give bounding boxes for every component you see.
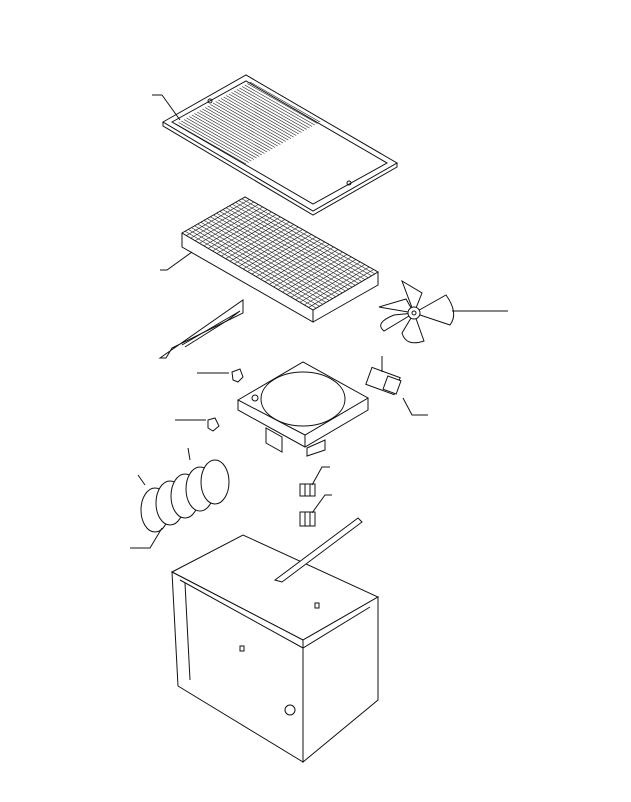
mesh-wire — [216, 216, 281, 254]
mesh-wire — [208, 211, 272, 249]
mesh-wire — [203, 209, 268, 247]
mesh-wire — [194, 204, 259, 241]
grille-slat — [204, 107, 276, 148]
mesh-wire — [242, 231, 308, 270]
mesh-wire — [251, 236, 317, 275]
grille-slat — [181, 120, 252, 162]
leader-line-grille-2 — [161, 94, 181, 121]
fan-motor — [365, 356, 402, 396]
mesh-wire — [256, 239, 321, 277]
mesh-wire — [273, 249, 339, 288]
mesh-wire — [247, 234, 312, 272]
leader-line-mesh — [160, 251, 193, 271]
grille-slat — [239, 87, 310, 129]
grille-slat — [228, 93, 300, 135]
leader-line-motor — [402, 397, 428, 416]
switch-upper — [299, 483, 316, 497]
mesh-wire — [299, 264, 365, 303]
leader-line-coil — [130, 527, 163, 549]
leader-line-switch-upper — [311, 466, 330, 486]
clip-lower — [207, 417, 220, 432]
mesh-wire — [269, 246, 334, 285]
mesh-filter — [181, 196, 380, 323]
fan-housing — [236, 361, 370, 457]
leader-line-switch-lower — [311, 494, 332, 514]
grille — [162, 74, 399, 216]
deflector — [158, 299, 244, 359]
grille-slat — [231, 92, 302, 133]
grille-slat — [226, 95, 297, 136]
mesh-wire — [260, 241, 325, 280]
grille-slat — [183, 119, 255, 160]
grille-slat — [196, 111, 268, 153]
grille-slat — [202, 108, 273, 150]
mesh-wire — [212, 214, 277, 252]
mesh-wire — [291, 259, 356, 298]
grille-slat — [241, 86, 313, 127]
grille-slat — [215, 101, 286, 142]
grille-slat — [218, 99, 289, 141]
mesh-wire — [234, 226, 299, 265]
grille-slat — [178, 122, 249, 163]
mesh-wire — [229, 224, 294, 262]
mesh-wire — [199, 206, 263, 244]
mesh-wire — [286, 256, 352, 295]
coil-turn — [200, 459, 230, 505]
grille-slat — [175, 123, 247, 165]
grille-slat — [212, 102, 284, 144]
clip-upper — [231, 368, 244, 383]
mesh-wire — [190, 201, 255, 239]
grille-slat — [194, 113, 265, 154]
mesh-wire — [282, 254, 348, 293]
mesh-wire — [186, 199, 250, 236]
mesh-wire — [221, 219, 286, 257]
grille-slat — [210, 104, 281, 145]
cover-plate — [273, 517, 363, 583]
grille-slat — [189, 116, 260, 157]
grille-slat — [199, 110, 270, 151]
mesh-wire — [225, 221, 290, 259]
grille-slat — [244, 84, 315, 126]
grille-slat — [247, 83, 318, 124]
mesh-wire — [264, 244, 330, 283]
mesh-wire — [238, 229, 303, 267]
mesh-wire — [277, 251, 343, 290]
mesh-wire — [304, 266, 370, 306]
grille-slat — [191, 114, 263, 156]
grille-slat — [249, 81, 321, 123]
grille-slat — [220, 98, 292, 139]
switch-lower — [299, 511, 316, 527]
mesh-wire — [295, 261, 361, 300]
fan-blade — [378, 279, 455, 344]
cabinet-box — [170, 534, 380, 764]
grille-slat — [223, 96, 294, 138]
grille-slat — [207, 105, 278, 147]
grille-slat — [186, 117, 257, 159]
mesh-wire — [308, 269, 374, 308]
grille-slat — [233, 90, 305, 132]
heating-coil — [137, 447, 230, 533]
grille-slat — [236, 89, 307, 130]
